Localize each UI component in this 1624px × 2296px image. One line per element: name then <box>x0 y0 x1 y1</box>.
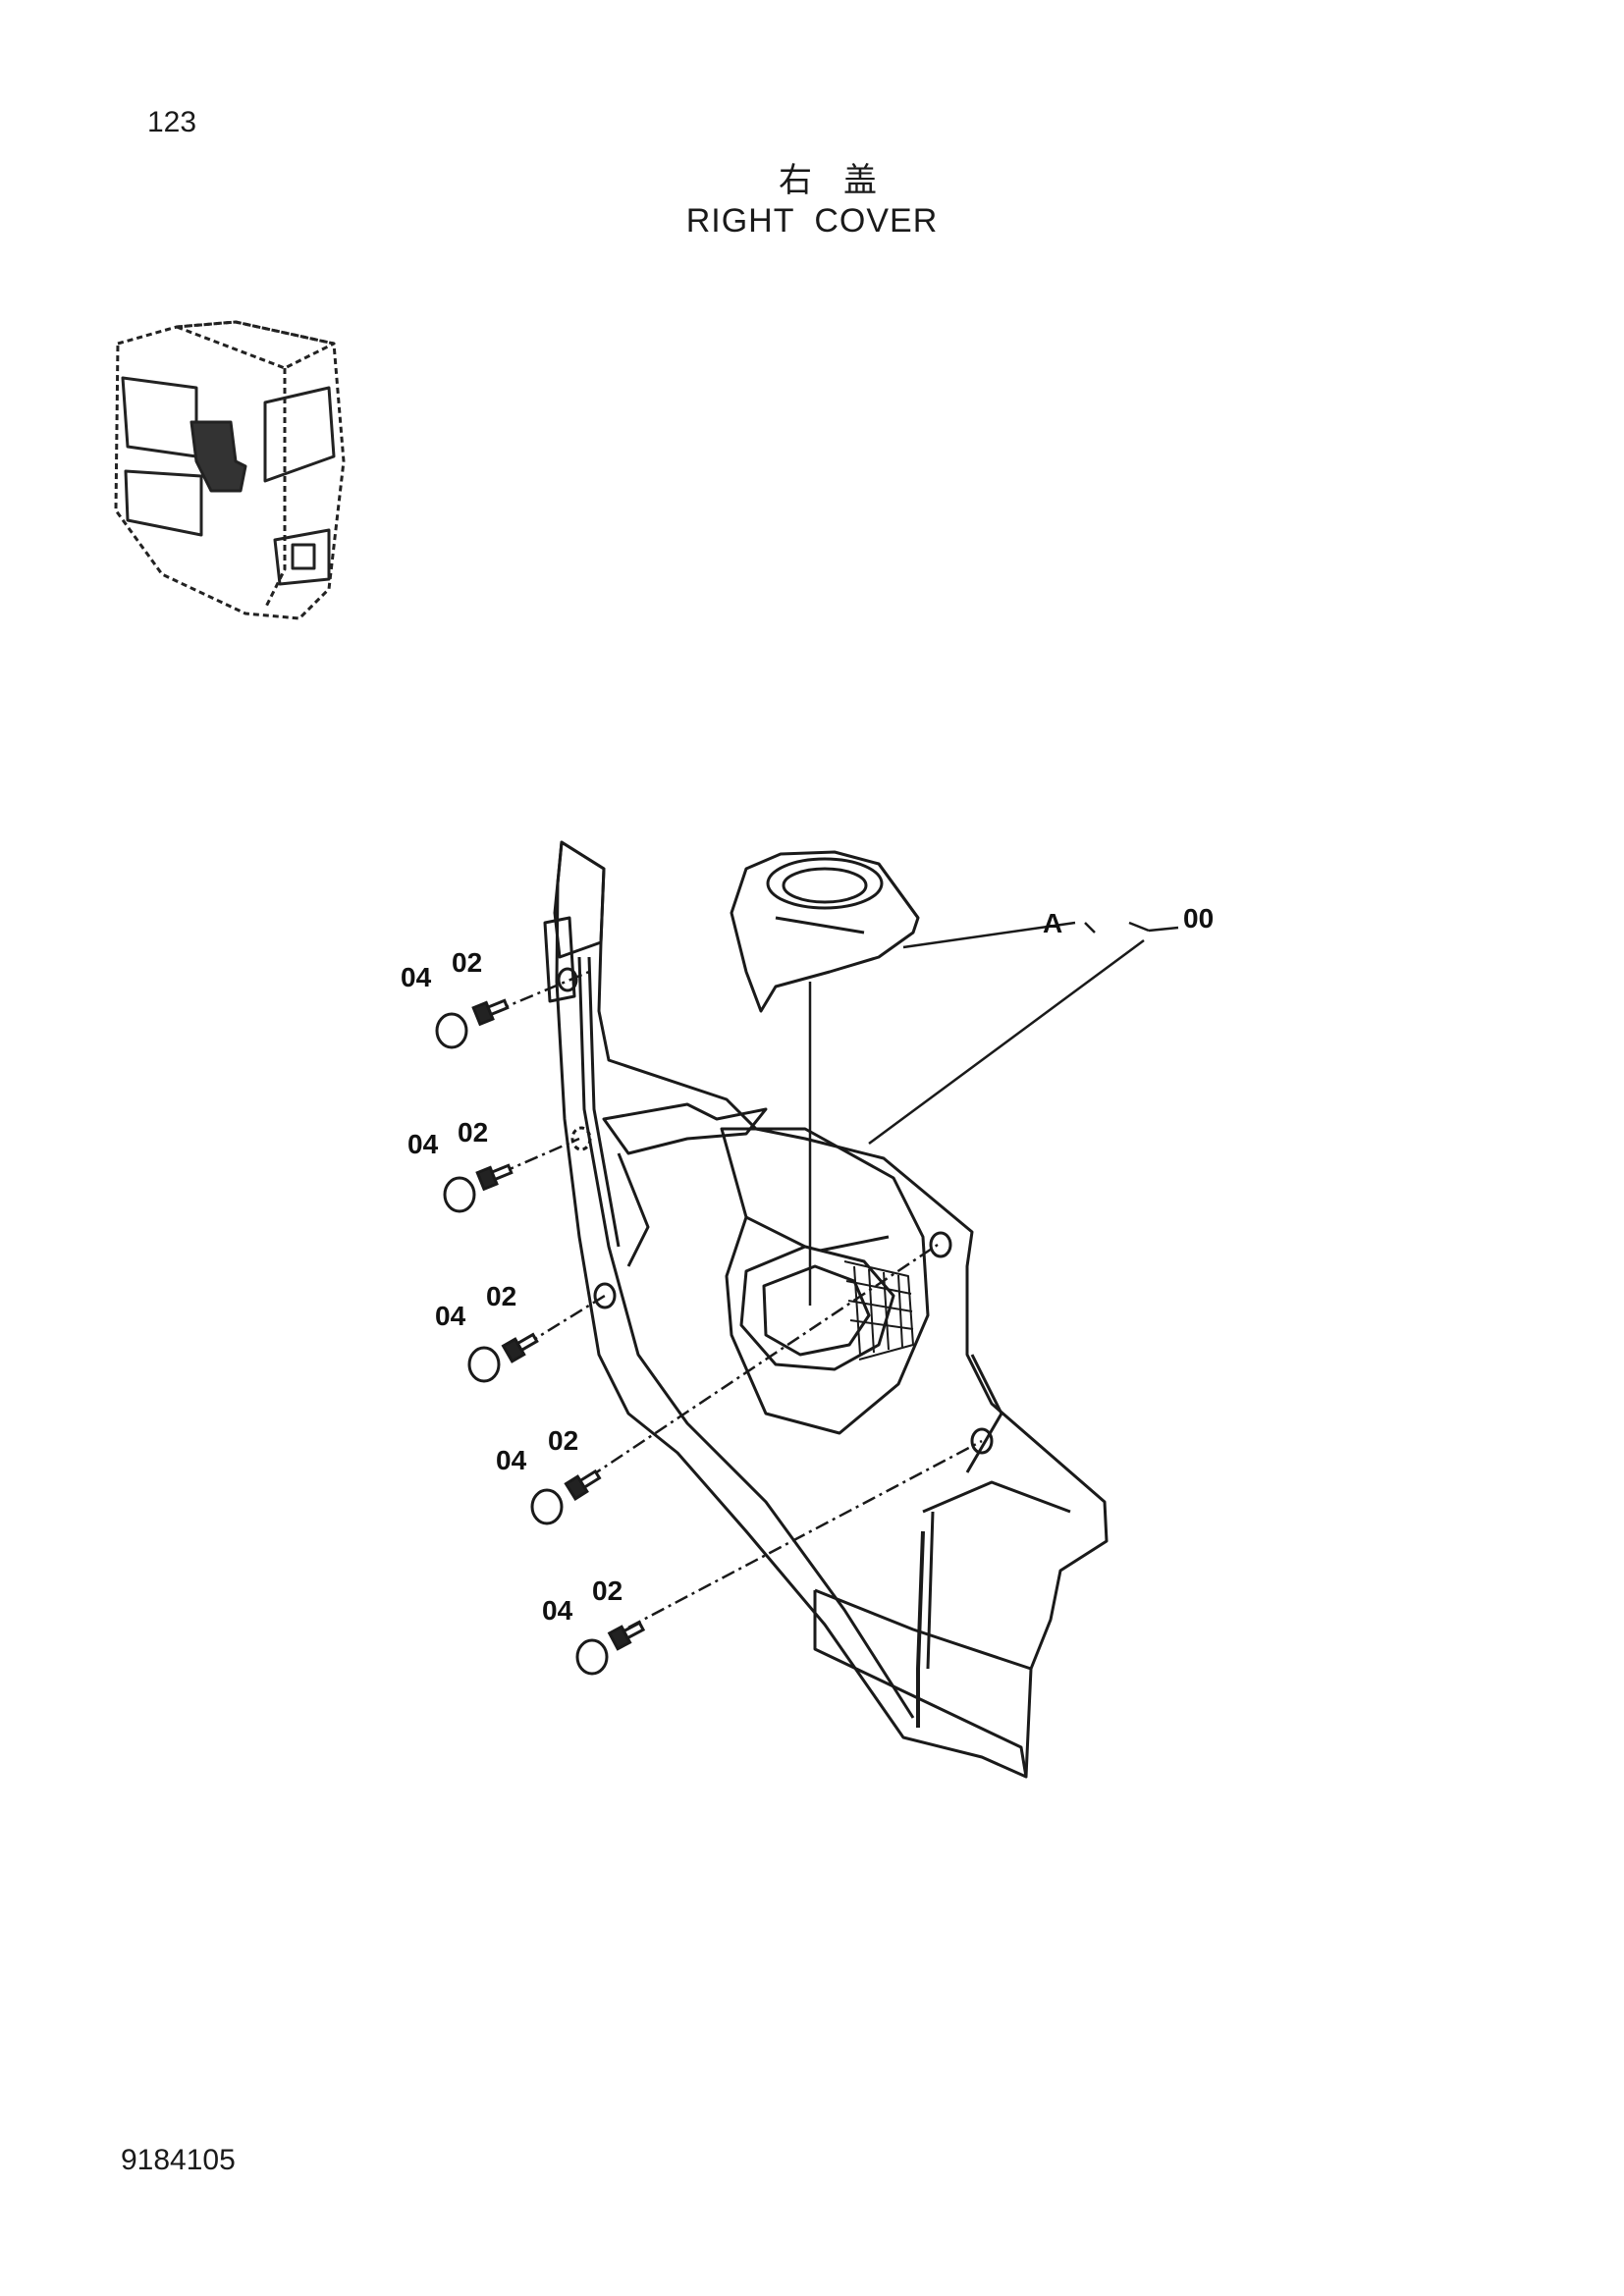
page-title-chinese: 右盖 <box>779 161 908 200</box>
callout-02: 02 <box>452 947 482 978</box>
document-number: 9184105 <box>121 2144 236 2176</box>
fastener-set-1 <box>435 998 510 1049</box>
fastener-set-3 <box>467 1332 539 1383</box>
callout-04: 04 <box>496 1445 527 1475</box>
callout-02: 02 <box>548 1425 578 1456</box>
page-number: 123 <box>147 106 197 138</box>
callout-a: A <box>1043 908 1062 938</box>
right-cover-panel <box>543 840 1109 1779</box>
callout-02: 02 <box>486 1281 516 1311</box>
page-title: RIGHT COVER <box>685 202 939 240</box>
callout-04: 04 <box>407 1129 439 1159</box>
callout-04: 04 <box>401 962 432 992</box>
fastener-set-2 <box>443 1163 514 1213</box>
callout-labels: A 00 04 02 04 02 04 02 04 02 04 02 <box>401 903 1214 1626</box>
fastener-set-5 <box>575 1621 646 1676</box>
fasteners <box>435 998 646 1676</box>
callout-04: 04 <box>542 1595 573 1626</box>
callout-02: 02 <box>458 1117 488 1148</box>
leader-lines <box>495 921 1179 1629</box>
callout-00: 00 <box>1183 903 1214 934</box>
fastener-set-4 <box>530 1468 602 1525</box>
cup-holder-subassembly <box>730 850 920 1013</box>
callout-02: 02 <box>592 1575 623 1606</box>
callout-04: 04 <box>435 1301 466 1331</box>
cab-locator-icon <box>114 320 346 620</box>
